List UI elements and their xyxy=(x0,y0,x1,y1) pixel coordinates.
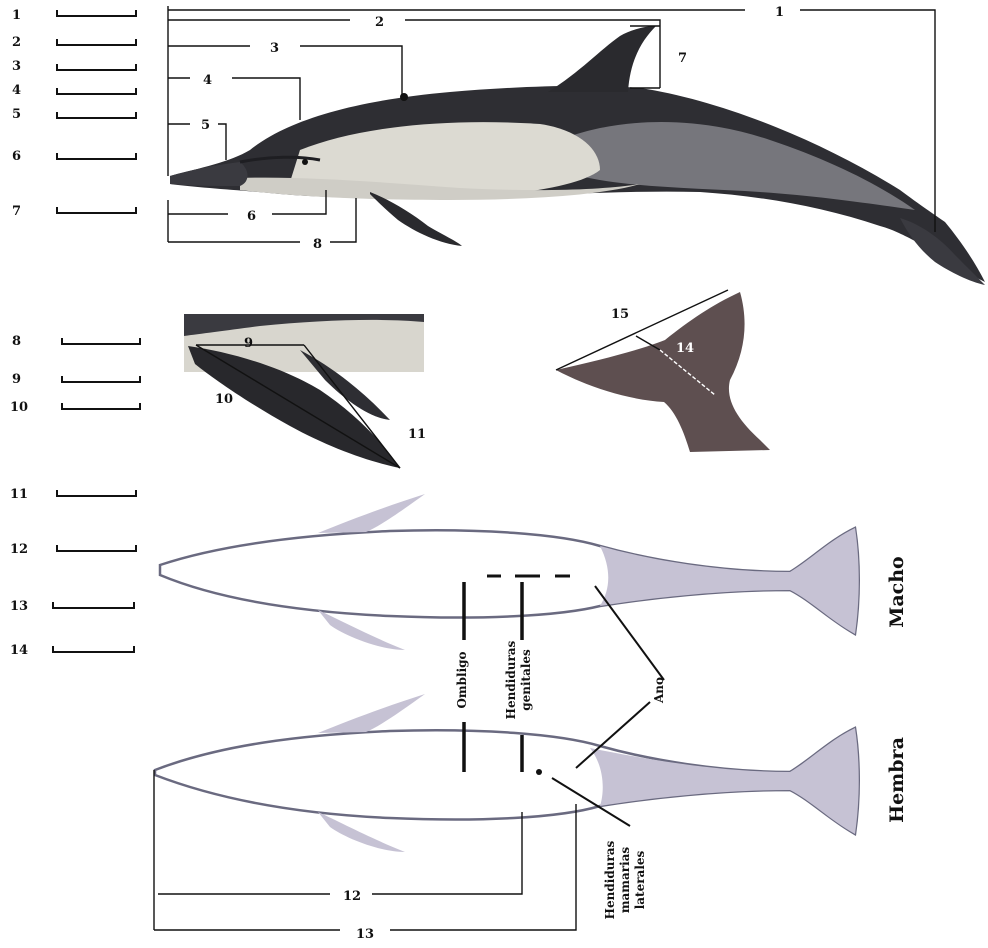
scale-row-label: 11 xyxy=(10,487,28,502)
measurement-label: 5 xyxy=(201,118,210,133)
male-label: Macho xyxy=(886,556,908,627)
scale-row-labels: 1 2 3 4 5 6 7 8 9 10 11 12 13 14 xyxy=(10,8,28,658)
measurement-label: 14 xyxy=(676,341,694,356)
measurement-label: 4 xyxy=(203,73,212,88)
scale-row-label: 8 xyxy=(12,334,21,349)
scale-row-label: 6 xyxy=(12,149,21,164)
scale-row-label: 10 xyxy=(10,400,28,415)
male-ventral-outline xyxy=(160,494,859,650)
measurement-label: 2 xyxy=(375,15,384,30)
scale-row-label: 3 xyxy=(12,59,21,74)
fluke-closeup-illustration: 15 14 xyxy=(556,290,770,452)
scale-row-label: 1 xyxy=(12,8,21,23)
measurement-label: 7 xyxy=(678,51,687,66)
measurement-label: 1 xyxy=(775,5,784,20)
measurement-label: 10 xyxy=(215,392,233,407)
scale-row-label: 2 xyxy=(12,35,21,50)
scale-row-label: 5 xyxy=(12,107,21,122)
scale-row-label: 4 xyxy=(12,83,21,98)
scale-row-label: 7 xyxy=(12,204,21,219)
genital-slits-label-line2: genitales xyxy=(519,649,533,711)
navel-label: Ombligo xyxy=(455,651,469,708)
measurement-label: 15 xyxy=(611,307,629,322)
dolphin-lateral-illustration xyxy=(170,26,985,285)
mammary-slits-label-line2: mamarias xyxy=(618,847,632,914)
measurement-label: 8 xyxy=(313,237,322,252)
measurement-label: 11 xyxy=(408,427,426,442)
scale-bracket-group xyxy=(53,10,140,652)
measurement-label: 6 xyxy=(247,209,256,224)
flipper-closeup-illustration: 9 10 11 xyxy=(184,314,426,468)
measurement-label: 12 xyxy=(343,889,361,904)
scale-row-label: 14 xyxy=(10,643,28,658)
scale-row-label: 12 xyxy=(10,542,28,557)
mammary-slits-label-line3: laterales xyxy=(633,850,647,909)
mammary-slits-label-line1: Hendiduras xyxy=(603,840,617,919)
measurement-label: 9 xyxy=(244,336,253,351)
scale-row-label: 9 xyxy=(12,372,21,387)
genital-slits-label-line1: Hendiduras xyxy=(504,640,518,719)
female-label: Hembra xyxy=(886,737,908,823)
scale-row-label: 13 xyxy=(10,599,28,614)
measurement-label: 13 xyxy=(356,927,374,942)
anus-label: Ano xyxy=(652,677,666,704)
measurement-label: 3 xyxy=(270,41,279,56)
genital-slit-marker xyxy=(536,769,542,775)
